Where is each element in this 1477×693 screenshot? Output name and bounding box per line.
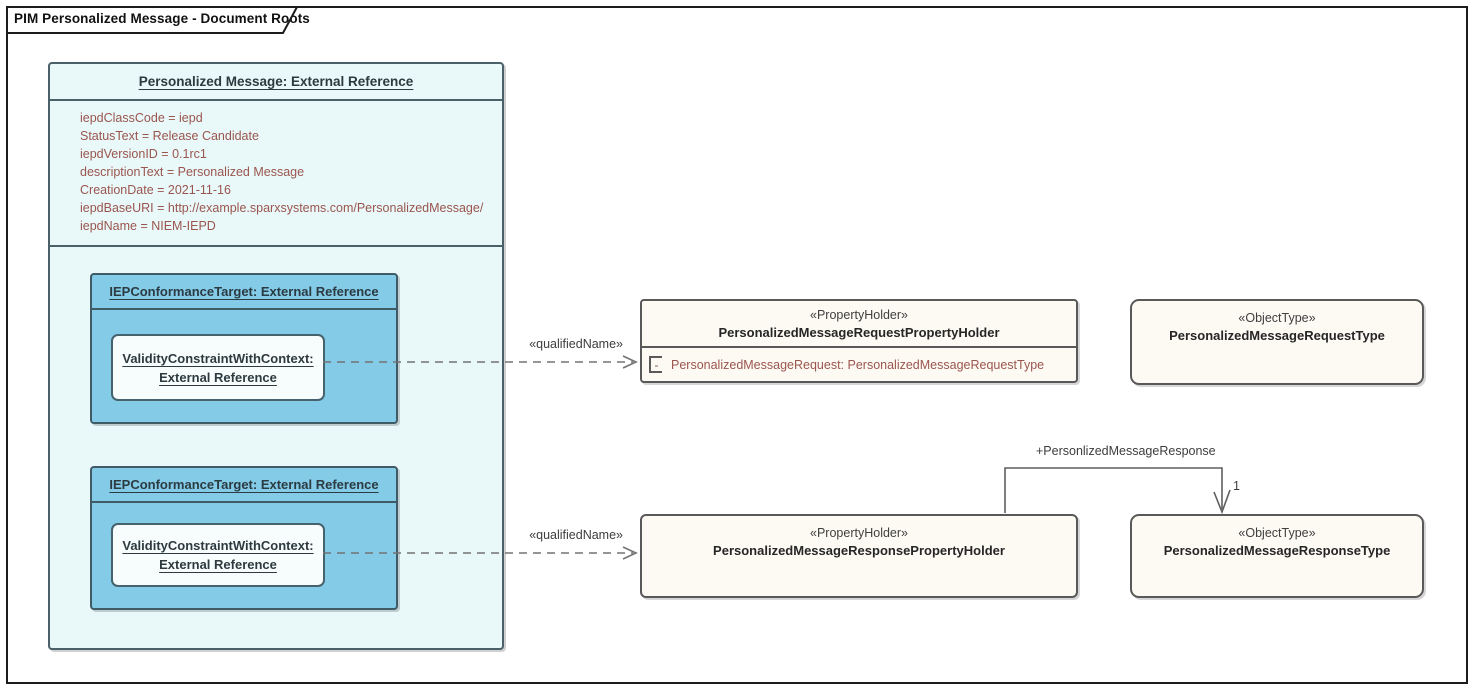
tagged-value: iepdVersionID = 0.1rc1 bbox=[80, 147, 207, 161]
target-header: IEPConformanceTarget: External Reference bbox=[92, 468, 396, 503]
container-title: Personalized Message: External Reference bbox=[138, 74, 414, 89]
stereotype-label: «ObjectType» bbox=[1238, 526, 1316, 540]
validity-title-line2: External Reference bbox=[159, 369, 277, 385]
stereotype-label: «PropertyHolder» bbox=[810, 308, 908, 322]
validity-title-line1: ValidityConstraintWithContext: bbox=[122, 538, 314, 553]
class-request-property-holder[interactable]: «PropertyHolder» PersonalizedMessageRequ… bbox=[640, 299, 1078, 383]
class-name: PersonalizedMessageResponsePropertyHolde… bbox=[713, 543, 1005, 558]
association-role-label: +PersonlizedMessageResponse bbox=[1036, 444, 1216, 458]
qualified-name-label-top: «qualifiedName» bbox=[529, 337, 623, 351]
tagged-value: iepdName = NIEM-IEPD bbox=[80, 219, 216, 233]
container-tagged-values: iepdClassCode = iepd StatusText = Releas… bbox=[50, 101, 502, 247]
iep-conformance-target-1[interactable]: IEPConformanceTarget: External Reference… bbox=[90, 273, 398, 424]
target-title: IEPConformanceTarget: External Reference bbox=[109, 284, 379, 299]
qualified-name-label-bottom: «qualifiedName» bbox=[529, 528, 623, 542]
validity-title-line1: ValidityConstraintWithContext: bbox=[122, 350, 314, 366]
class-request-type[interactable]: «ObjectType» PersonalizedMessageRequestT… bbox=[1130, 299, 1424, 385]
attribute-text: PersonalizedMessageRequest: Personalized… bbox=[671, 357, 1045, 372]
class-response-property-holder[interactable]: «PropertyHolder» PersonalizedMessageResp… bbox=[640, 514, 1078, 598]
class-name: PersonalizedMessageRequestType bbox=[1169, 328, 1385, 343]
tagged-value: iepdBaseURI = http://example.sparxsystem… bbox=[80, 201, 484, 215]
diagram-title: PIM Personalized Message - Document Root… bbox=[14, 11, 310, 26]
container-header: Personalized Message: External Reference bbox=[50, 64, 502, 101]
class-name: PersonalizedMessageRequestPropertyHolder bbox=[718, 325, 1000, 340]
class-response-type[interactable]: «ObjectType» PersonalizedMessageResponse… bbox=[1130, 514, 1424, 598]
iep-conformance-target-2[interactable]: IEPConformanceTarget: External Reference… bbox=[90, 466, 398, 610]
personalized-message-container[interactable]: Personalized Message: External Reference… bbox=[48, 62, 504, 650]
tagged-value: iepdClassCode = iepd bbox=[80, 111, 203, 125]
stereotype-label: «ObjectType» bbox=[1238, 311, 1316, 325]
target-header: IEPConformanceTarget: External Reference bbox=[92, 275, 396, 310]
attribute-row[interactable]: - PersonalizedMessageRequest: Personaliz… bbox=[642, 348, 1076, 381]
target-title: IEPConformanceTarget: External Reference bbox=[109, 477, 379, 492]
attribute-visibility-marker: - bbox=[649, 356, 662, 373]
class-header: «PropertyHolder» PersonalizedMessageRequ… bbox=[642, 301, 1076, 348]
class-name: PersonalizedMessageResponseType bbox=[1163, 543, 1391, 558]
association-multiplicity-label: 1 bbox=[1233, 479, 1240, 493]
validity-constraint-2[interactable]: ValidityConstraintWithContext: External … bbox=[111, 523, 325, 587]
stereotype-label: «PropertyHolder» bbox=[810, 526, 908, 540]
tagged-value: StatusText = Release Candidate bbox=[80, 129, 259, 143]
validity-constraint-1[interactable]: ValidityConstraintWithContext: External … bbox=[111, 334, 325, 401]
tagged-value: CreationDate = 2021-11-16 bbox=[80, 183, 231, 197]
validity-title-line2: External Reference bbox=[159, 557, 277, 572]
tagged-value: descriptionText = Personalized Message bbox=[80, 165, 305, 179]
